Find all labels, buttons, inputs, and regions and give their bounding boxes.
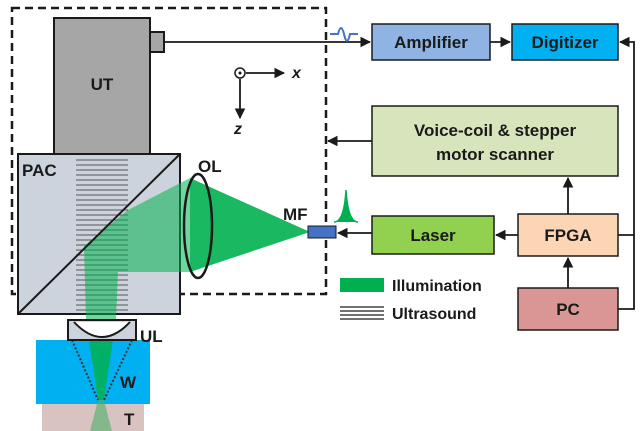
mf-label: MF	[283, 205, 308, 224]
digitizer-label: Digitizer	[531, 33, 598, 52]
ultrasound-cone	[71, 339, 133, 401]
ol-label: OL	[198, 157, 222, 176]
scanner-label-line1: Voice-coil & stepper	[414, 121, 577, 140]
transducer-connector	[149, 31, 165, 53]
laser-label: Laser	[410, 226, 456, 245]
fpga-to-digitizer-line	[618, 36, 635, 236]
pc-bus-line	[618, 235, 635, 310]
illumination-beam-focus	[190, 178, 310, 272]
laser-pulse-icon	[333, 189, 359, 223]
axis-z-label: z	[233, 121, 242, 138]
scanner-box	[371, 105, 619, 177]
pc-box	[517, 287, 619, 331]
amplifier-label: Amplifier	[394, 33, 468, 52]
axis-x-label: x	[291, 65, 302, 82]
w-label: W	[120, 373, 137, 392]
t-label: T	[124, 410, 135, 429]
ultrasound-waveform-icon	[330, 27, 358, 42]
legend-ultrasound-swatch	[340, 306, 384, 320]
laser-box	[371, 215, 495, 255]
fpga-label: FPGA	[544, 226, 591, 245]
objective-lens	[182, 172, 214, 280]
coordinate-axes	[234, 67, 286, 120]
ultrasound-lens-curve	[73, 321, 131, 338]
illumination-beam-tissue	[90, 400, 112, 431]
ul-label: UL	[140, 327, 163, 346]
pac-label: PAC	[22, 161, 57, 180]
pc-label: PC	[556, 300, 580, 319]
legend-illumination-label: Illumination	[392, 278, 482, 295]
beamsplitter-diagonal	[17, 153, 181, 315]
illumination-beam-cube	[84, 178, 190, 272]
ut-label: UT	[91, 75, 114, 94]
illumination-beam-down	[84, 246, 118, 320]
digitizer-box	[511, 23, 619, 61]
fpga-box	[517, 213, 619, 257]
legend-illumination-swatch	[340, 278, 384, 292]
fiber-tip	[307, 225, 337, 239]
ultrasonic-transducer	[53, 17, 151, 155]
scanner-label-line2: motor scanner	[436, 145, 554, 164]
legend-ultrasound-label: Ultrasound	[392, 306, 476, 323]
